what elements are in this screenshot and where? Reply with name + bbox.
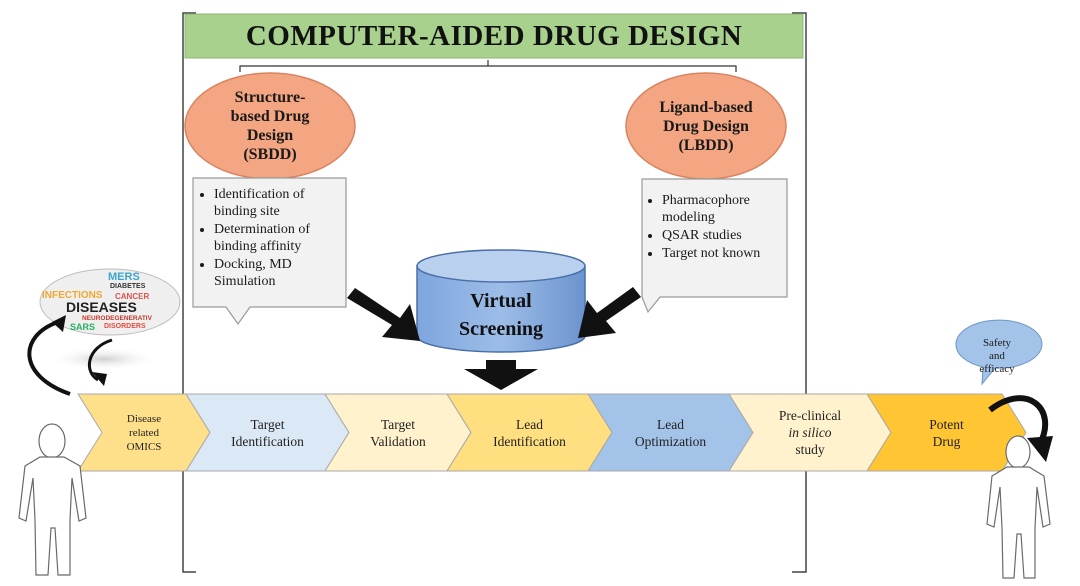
pipeline-step-line: study bbox=[795, 442, 825, 457]
title-brace bbox=[239, 60, 737, 72]
lbdd-label-line: Drug Design bbox=[663, 117, 749, 135]
sbdd-point: Identification of binding site bbox=[214, 186, 344, 220]
cloud-shadow bbox=[48, 347, 160, 371]
word-cloud-word: SARS bbox=[70, 322, 96, 332]
pipeline-step-line: related bbox=[129, 426, 159, 439]
safety-label-line: efficacy bbox=[979, 362, 1015, 375]
curved-arrow-right-head bbox=[1027, 436, 1053, 462]
word-cloud-word: CANCER bbox=[115, 292, 150, 301]
curved-arrow-down-left-head bbox=[92, 372, 107, 386]
pipeline-step-line: Pre-clinical bbox=[778, 408, 842, 423]
human-left-icon bbox=[18, 423, 87, 576]
sbdd-label-line: (SBDD) bbox=[243, 146, 297, 163]
lbdd-label-line: (LBDD) bbox=[678, 136, 734, 154]
pipeline-step-label: Pre-clinical in silico study bbox=[753, 394, 867, 471]
sbdd-point: Docking, MD Simulation bbox=[214, 256, 344, 290]
pipeline-step-line: Identification bbox=[231, 433, 304, 449]
safety-label: Safety and efficacy bbox=[954, 334, 1040, 378]
pipeline-step-line: Disease bbox=[126, 412, 162, 425]
pipeline-step-line: Lead bbox=[657, 416, 684, 432]
vs-cylinder-top bbox=[416, 249, 586, 283]
pipeline-step-line: Drug bbox=[932, 433, 961, 449]
pipeline-step-line: Potent bbox=[929, 416, 964, 432]
pipeline-step-line: Lead bbox=[516, 416, 543, 432]
frame-right-bracket bbox=[792, 12, 807, 573]
lbdd-to-vs-arrow bbox=[578, 287, 641, 338]
page-title: COMPUTER-AIDED DRUG DESIGN bbox=[245, 19, 743, 52]
sbdd-point: Determination of binding affinity bbox=[214, 221, 344, 255]
word-cloud-word: MERS bbox=[108, 271, 140, 283]
word-cloud-word: DIABETES bbox=[110, 283, 146, 290]
sbdd-label-line: Structure- bbox=[234, 89, 306, 106]
pipeline-step-line: Target bbox=[380, 416, 416, 432]
sbdd-points: Identification of binding site Determina… bbox=[198, 186, 344, 291]
disease-cloud bbox=[39, 268, 181, 336]
frame-left-bracket bbox=[182, 12, 196, 573]
lbdd-callout-box bbox=[641, 178, 788, 314]
word-cloud-word: NEURODEGENERATIV bbox=[82, 315, 152, 322]
virtual-screening-label: Virtual Screening bbox=[417, 284, 585, 346]
lbdd-point: Target not known bbox=[662, 245, 786, 262]
curved-arrow-right bbox=[988, 395, 1049, 446]
word-cloud-word: INFECTIONS bbox=[42, 290, 103, 301]
safety-label-line: and bbox=[989, 349, 1005, 362]
safety-label-line: Safety bbox=[982, 336, 1012, 349]
pipeline bbox=[77, 393, 1027, 472]
lbdd-label: Ligand-based Drug Design (LBDD) bbox=[630, 84, 782, 168]
sbdd-callout-box bbox=[192, 177, 347, 326]
pipeline-step-line: in silico bbox=[788, 425, 832, 440]
sbdd-to-vs-arrow bbox=[347, 288, 420, 341]
vs-label-line: Virtual bbox=[470, 290, 532, 312]
safety-bubble bbox=[955, 319, 1043, 386]
lbdd-point: Pharmacophore modeling bbox=[662, 192, 786, 226]
curved-arrow-up-left bbox=[27, 320, 71, 396]
pipeline-step-line: Target bbox=[250, 416, 285, 432]
vs-label-line: Screening bbox=[458, 318, 544, 340]
pipeline-step-line: Validation bbox=[370, 433, 426, 449]
lbdd-point: QSAR studies bbox=[662, 227, 786, 244]
sbdd-label-line: Design bbox=[246, 127, 294, 144]
lbdd-label-line: Ligand-based bbox=[659, 98, 753, 116]
pipeline-step-line: Identification bbox=[493, 433, 566, 449]
pipeline-step-line: Optimization bbox=[634, 433, 707, 449]
word-cloud-word: DISORDERS bbox=[104, 323, 146, 330]
word-cloud-word: DISEASES bbox=[66, 299, 137, 315]
human-right-icon bbox=[986, 435, 1051, 579]
curved-arrow-down-left bbox=[88, 338, 113, 382]
sbdd-label: Structure- based Drug Design (SBDD) bbox=[195, 80, 345, 172]
vs-cylinder-body bbox=[416, 265, 586, 353]
title-band bbox=[184, 13, 804, 59]
vs-to-pipeline-arrow bbox=[464, 360, 538, 390]
pipeline-step-line: OMICS bbox=[126, 440, 162, 453]
curved-arrow-up-left-head bbox=[52, 315, 66, 332]
lbdd-points: Pharmacophore modeling QSAR studies Targ… bbox=[646, 192, 786, 263]
sbdd-label-line: based Drug bbox=[230, 108, 310, 125]
